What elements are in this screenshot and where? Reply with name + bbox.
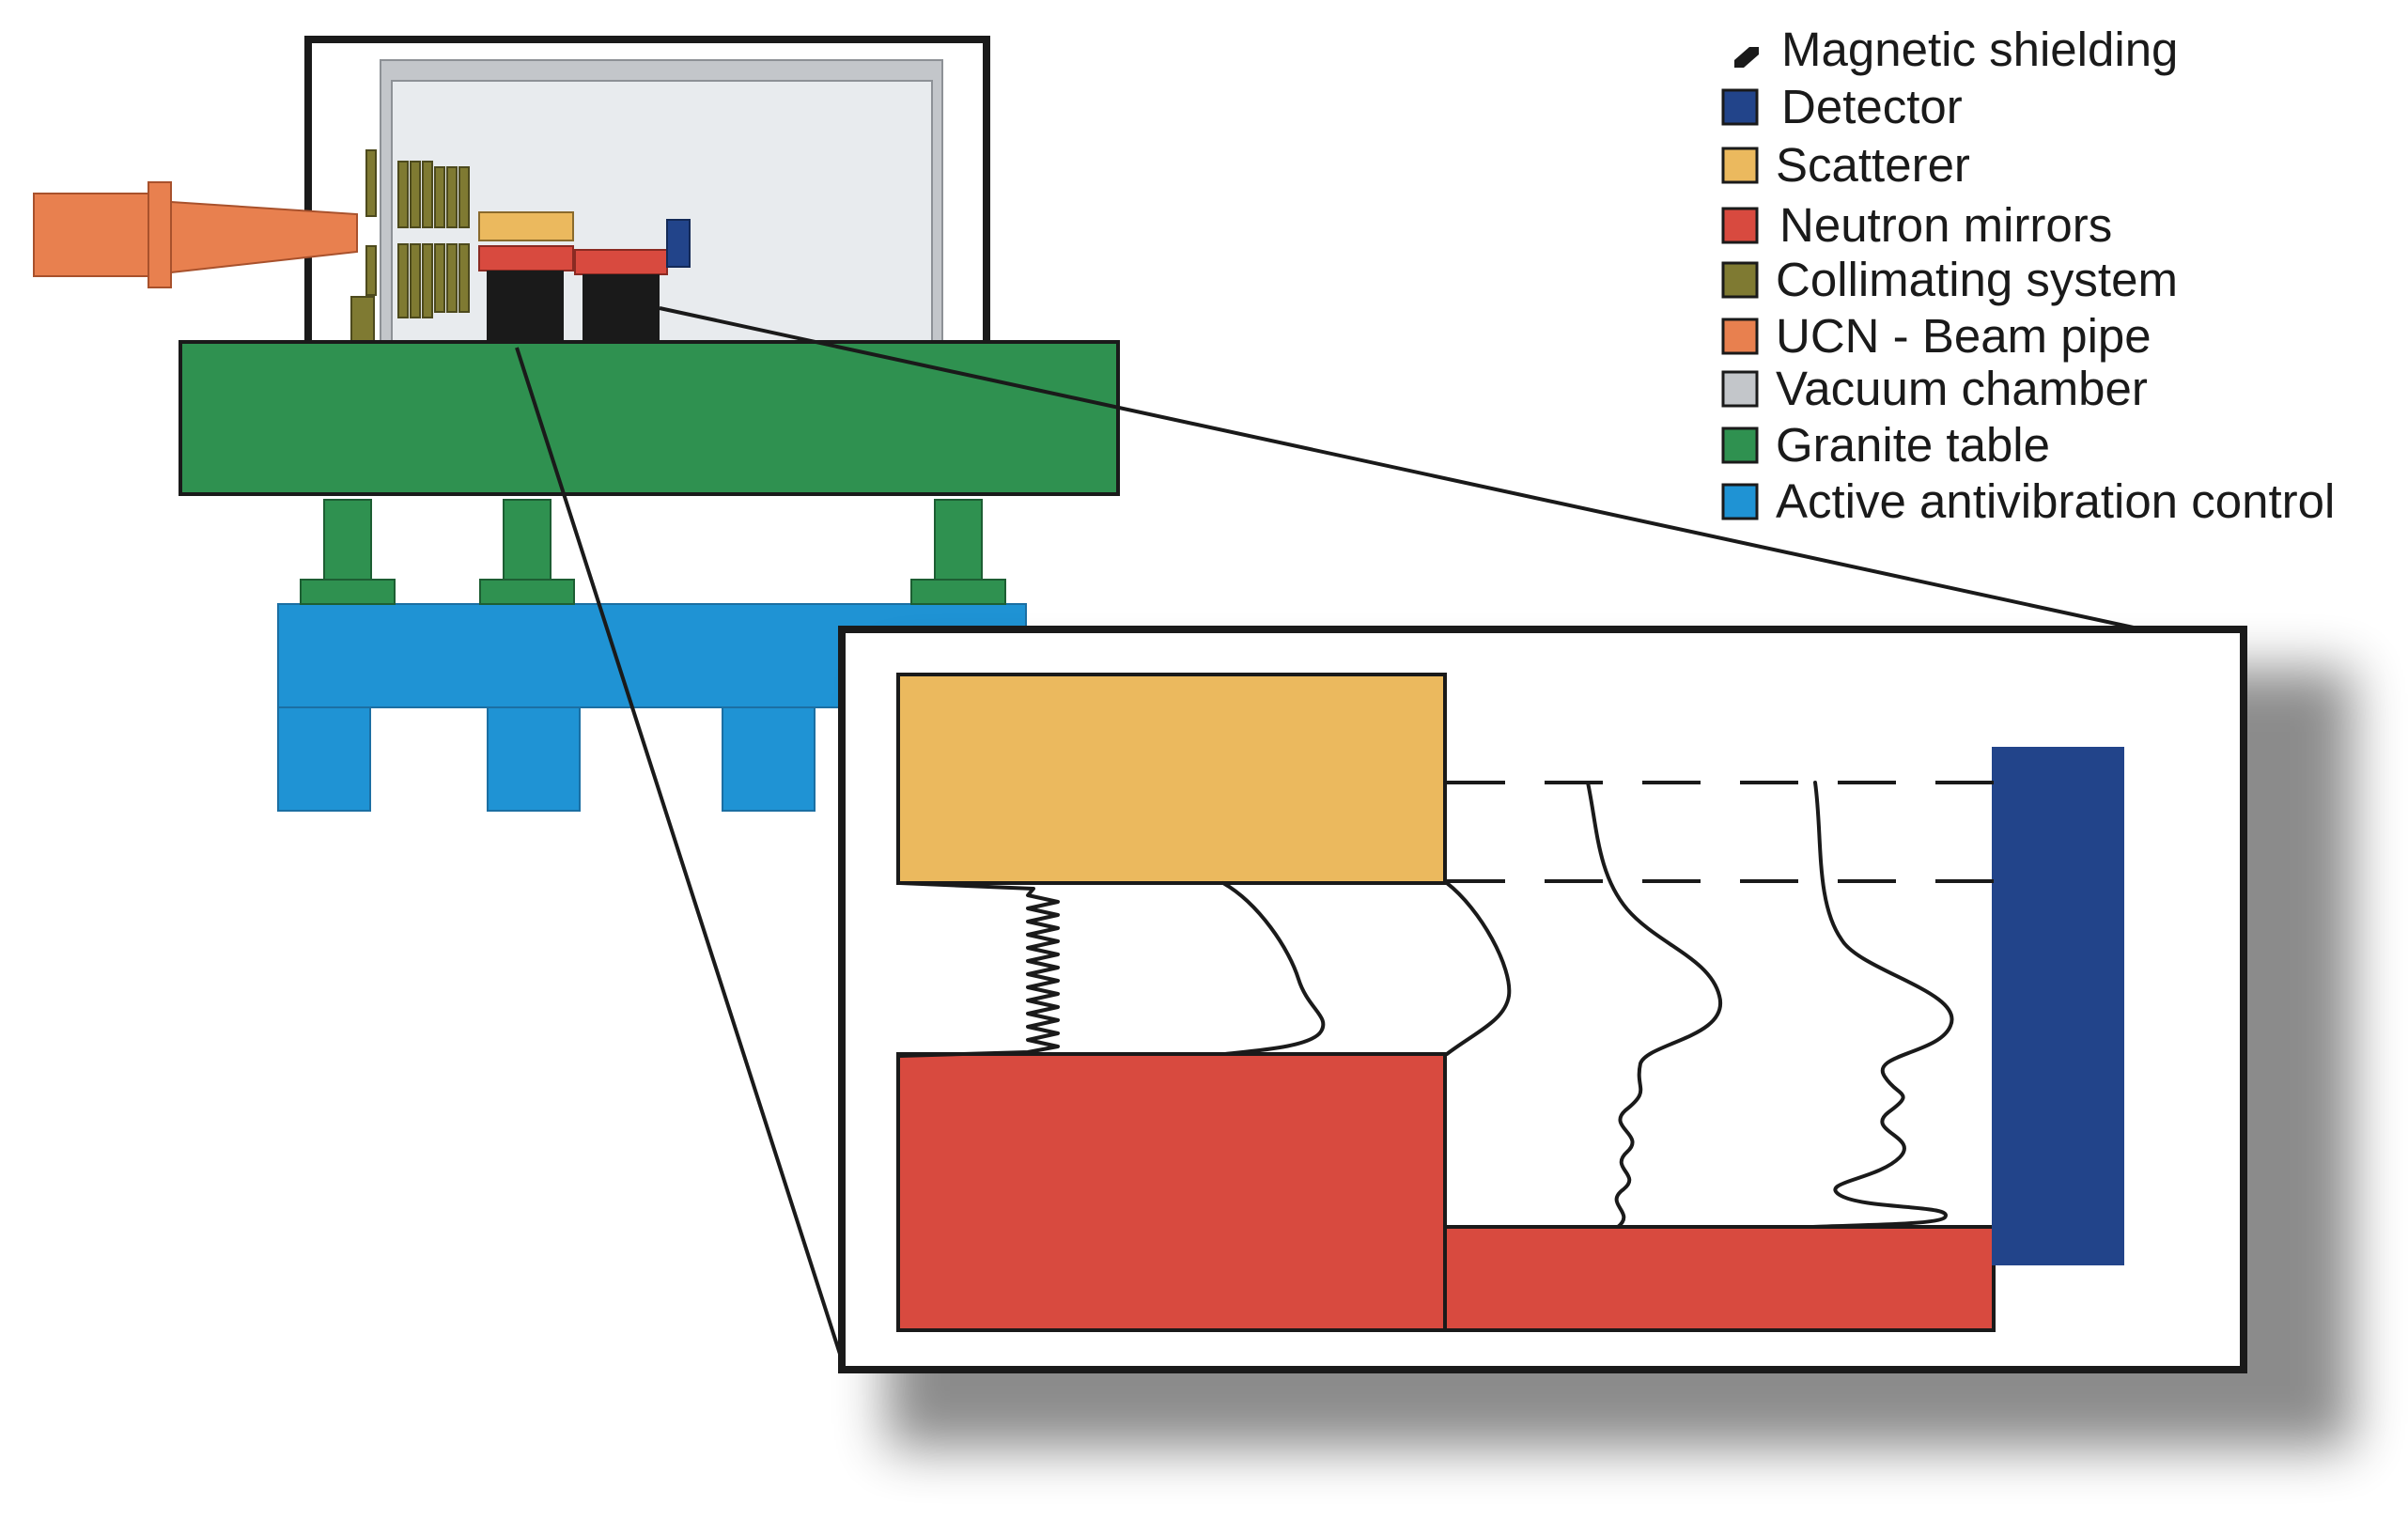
collimator-plate [458, 243, 470, 313]
zoom-guide-line [515, 347, 847, 1372]
collimator-plate [446, 166, 458, 228]
collimator-plate [365, 149, 377, 217]
wavefunction-curve-4 [1586, 781, 1723, 1229]
collimator-plate [458, 166, 470, 228]
antivibration-leg [277, 706, 371, 812]
collimator-plate [397, 161, 409, 228]
legend-label-active-antivibration-control: Active antivibration control [1776, 474, 2335, 528]
mirror-large [896, 1052, 1447, 1332]
legend-label-granite-table: Granite table [1776, 418, 2050, 472]
ucn-beam-pipe [33, 181, 358, 288]
mirror-small-1 [478, 245, 574, 271]
legend: Magnetic shielding Detector Scatterer Ne… [1721, 23, 2335, 528]
beam-pipe-flange [148, 181, 172, 288]
collimator-plate [422, 243, 433, 318]
detector-large [1992, 747, 2124, 1265]
mirror-base-2 [583, 274, 660, 349]
magnetic-shielding-swatch-icon [1734, 47, 1759, 68]
zoom-guide-line [659, 306, 2143, 631]
antivibration-leg [487, 706, 581, 812]
support-foot [300, 579, 396, 605]
detector-small [666, 219, 691, 268]
legend-label-vacuum-chamber: Vacuum chamber [1776, 362, 2148, 415]
legend-label-ucn-beam-pipe: UCN - Beam pipe [1776, 309, 2152, 363]
legend-label-scatterer: Scatterer [1776, 138, 1970, 192]
scatterer-large [896, 673, 1447, 885]
zoom-inset [838, 626, 2353, 1449]
detector-swatch-icon [1721, 88, 1759, 126]
collimator-plate [410, 243, 421, 318]
mirror-step [1443, 1225, 1996, 1332]
scatterer-swatch-icon [1721, 147, 1759, 184]
collimator-plate [446, 243, 458, 313]
legend-label-neutron-mirrors: Neutron mirrors [1779, 198, 2112, 252]
antivibration-swatch-icon [1721, 483, 1759, 520]
beam-pipe-swatch-icon [1721, 318, 1759, 355]
table-supports [300, 499, 1006, 605]
support-post [323, 499, 372, 581]
antivibration-leg [722, 706, 816, 812]
wavefunction-curve-5 [1811, 781, 1954, 1229]
collimator-plate [434, 243, 445, 313]
collimator-plate [365, 245, 377, 296]
wavefunction-curve-2 [1221, 881, 1326, 1056]
vacuum-chamber-swatch-icon [1721, 370, 1759, 408]
scatterer-small [478, 211, 574, 241]
granite-table [179, 340, 1120, 496]
support-post [503, 499, 552, 581]
collimator-plate [434, 166, 445, 228]
beam-pipe-nozzle [170, 200, 358, 274]
support-foot [479, 579, 575, 605]
wavefunction-curve-1 [898, 881, 1060, 1058]
collimator-plate [397, 243, 409, 318]
mirror-small-2 [574, 249, 668, 275]
mirror-base-1 [487, 271, 564, 349]
support-foot [910, 579, 1006, 605]
collimator-plate [410, 161, 421, 228]
wavefunction-curve-3 [1445, 881, 1512, 1056]
legend-label-collimating-system: Collimating system [1776, 253, 2178, 306]
legend-label-detector: Detector [1781, 80, 1963, 133]
neutron-mirrors-swatch-icon [1721, 207, 1759, 244]
collimator-plate [422, 161, 433, 228]
legend-label-magnetic-shielding: Magnetic shielding [1781, 23, 2178, 76]
granite-table-swatch-icon [1721, 426, 1759, 464]
beam-pipe-section [33, 193, 151, 277]
collimating-system-swatch-icon [1721, 261, 1759, 299]
support-post [934, 499, 983, 581]
